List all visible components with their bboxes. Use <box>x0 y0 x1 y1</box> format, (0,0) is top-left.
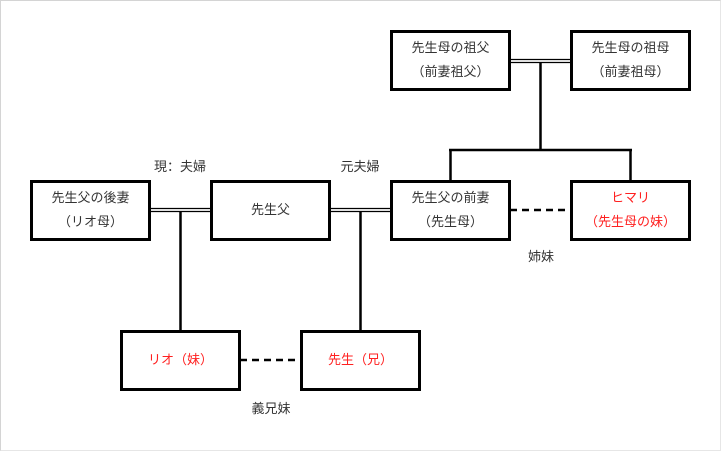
node-great-grandfather[interactable]: 先生母の祖父 （前妻祖父） <box>390 30 511 91</box>
node-father[interactable]: 先生父 <box>210 180 331 241</box>
node-himari[interactable]: ヒマリ （先生母の妹） <box>570 180 691 241</box>
node-sensei[interactable]: 先生（兄） <box>300 330 421 391</box>
node-father-second-wife[interactable]: 先生父の後妻 （リオ母） <box>30 180 151 241</box>
node-label: 先生（兄） <box>327 352 393 368</box>
current-marriage-line <box>150 207 210 330</box>
sisters-label: 姉妹 <box>527 250 555 265</box>
node-sublabel: （リオ母） <box>57 214 123 230</box>
node-label: 先生母の祖母 <box>591 40 670 56</box>
step-siblings-label: 義兄妹 <box>251 402 291 417</box>
current-couple-label: 現：夫婦 <box>153 160 207 175</box>
node-great-grandmother[interactable]: 先生母の祖母 （前妻祖母） <box>570 30 691 91</box>
node-father-former-wife[interactable]: 先生父の前妻 （先生母） <box>390 180 511 241</box>
node-label: 先生父 <box>250 202 290 218</box>
node-sublabel: （前妻祖母） <box>591 64 670 80</box>
node-sublabel: （先生母の妹） <box>584 214 676 230</box>
node-label: 先生母の祖父 <box>411 40 490 56</box>
former-couple-label: 元夫婦 <box>340 160 380 175</box>
node-sublabel: （先生母） <box>417 214 483 230</box>
node-label: ヒマリ <box>610 190 650 206</box>
node-label: 先生父の前妻 <box>411 190 490 206</box>
node-sublabel: （前妻祖父） <box>411 64 490 80</box>
grandparents-descent-connector <box>449 62 632 180</box>
node-rio[interactable]: リオ（妹） <box>120 330 241 391</box>
node-label: リオ（妹） <box>147 352 213 368</box>
former-marriage-line <box>330 207 390 330</box>
node-label: 先生父の後妻 <box>51 190 130 206</box>
